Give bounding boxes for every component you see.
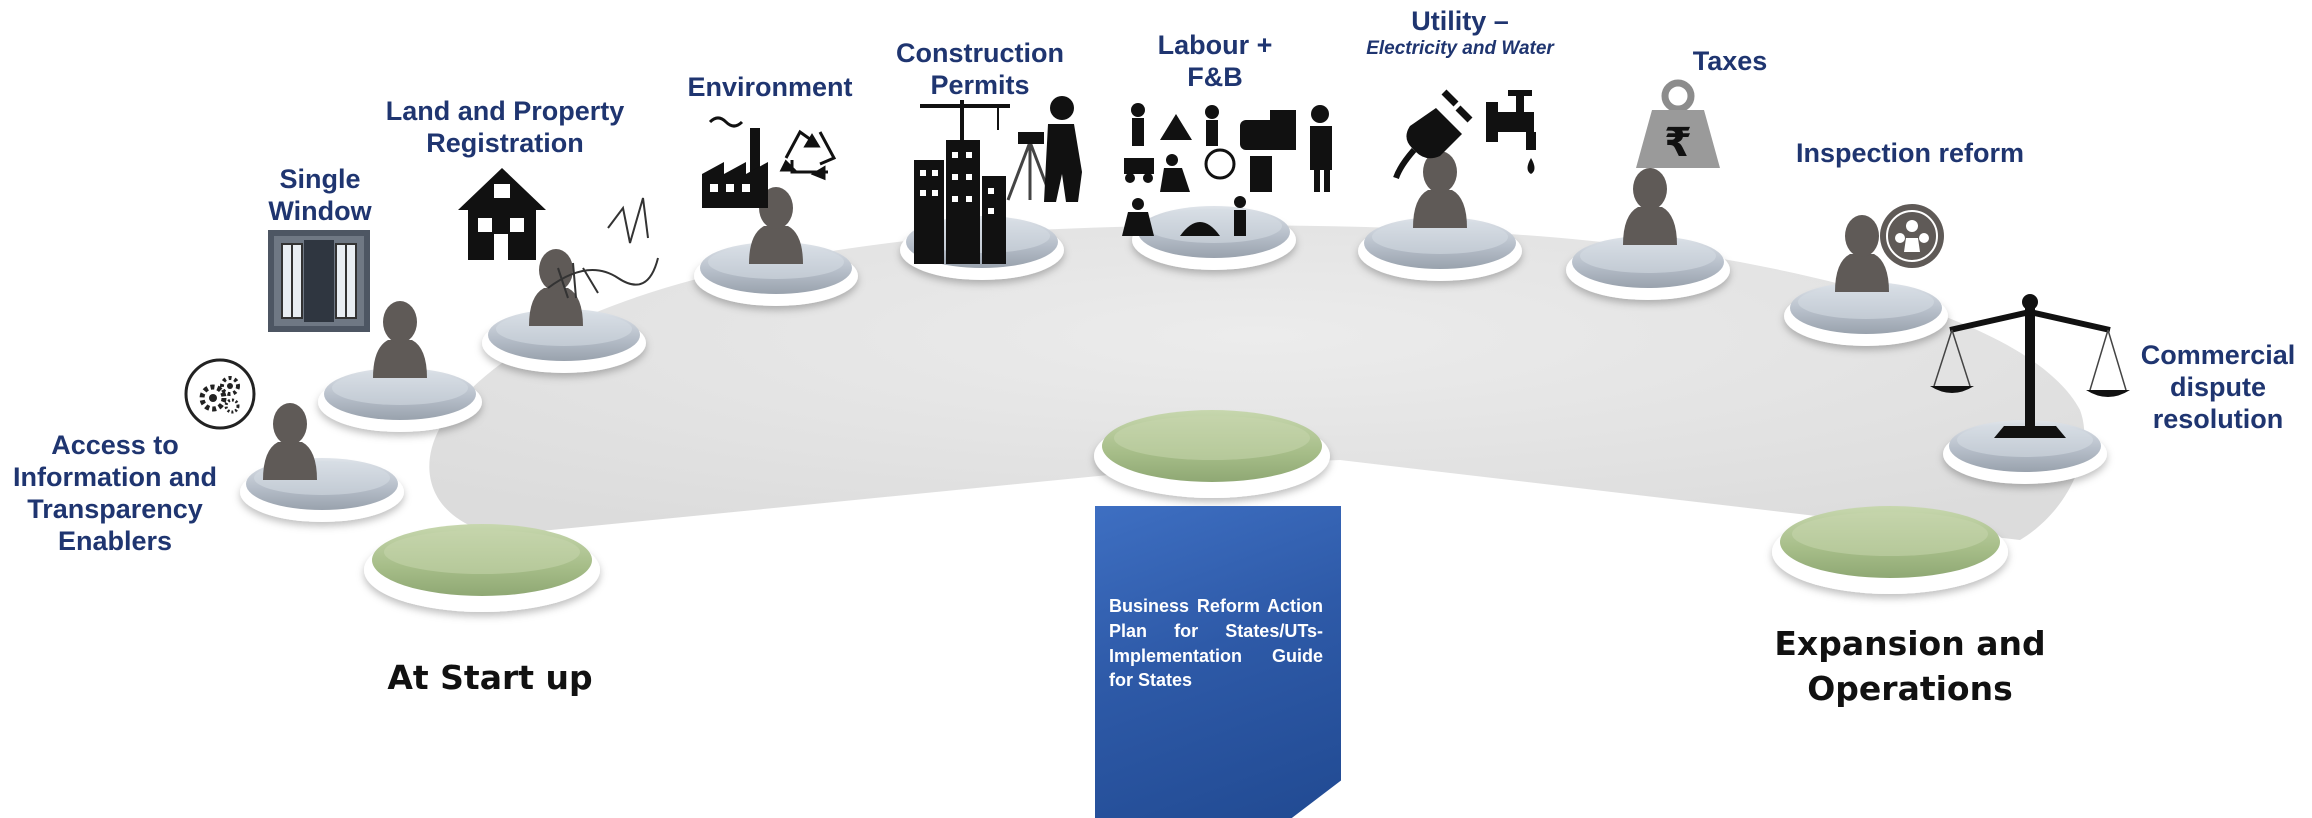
stage-taxes [1566, 168, 1730, 300]
platform-center [1094, 410, 1330, 498]
platform-expansion [1772, 506, 2008, 594]
plug-icon [1393, 89, 1473, 180]
phase-startup: At Start up [387, 658, 593, 697]
house-icon [458, 168, 659, 299]
book-title: Business Reform Action Plan for States/U… [1109, 596, 1323, 691]
label-land: Land and Property Registration [385, 96, 625, 158]
crane-building-icon [914, 100, 1010, 264]
journey-track [429, 225, 2085, 540]
gears-icon [184, 358, 256, 430]
platform-start [364, 524, 600, 612]
label-utility: Utility – Electricity and Water [1360, 6, 1560, 60]
label-environment: Environment [687, 72, 853, 102]
reform-guide-book: Business Reform Action Plan for States/U… [1095, 506, 1341, 818]
team-badge-icon [1880, 204, 1944, 268]
window-icon [268, 230, 370, 332]
label-access: Access to Information and Transparency E… [13, 430, 217, 556]
svg-text:₹: ₹ [1664, 120, 1692, 166]
label-commercial: Commercial dispute resolution [2140, 340, 2296, 434]
recycle-icon [779, 129, 837, 181]
stage-labour [1132, 206, 1296, 270]
label-single-window: Single Window [268, 164, 372, 226]
tap-icon [1486, 90, 1536, 174]
rupee-weight-icon: ₹ [1636, 79, 1720, 168]
label-utility-sub: Electricity and Water [1366, 37, 1554, 59]
factory-icon [702, 116, 768, 208]
label-labour: Labour + F&B [1157, 30, 1273, 92]
stage-utility [1358, 151, 1522, 281]
scales-icon [1930, 294, 2130, 438]
labour-workers-icon [1122, 103, 1332, 236]
label-taxes: Taxes [1692, 46, 1768, 76]
label-utility-title: Utility – [1411, 6, 1509, 36]
label-inspection: Inspection reform [1795, 138, 2025, 168]
surveyor-icon [1006, 96, 1082, 202]
label-construction: Construction Permits [896, 38, 1064, 100]
phase-expansion: Expansion and Operations [1774, 624, 2046, 708]
